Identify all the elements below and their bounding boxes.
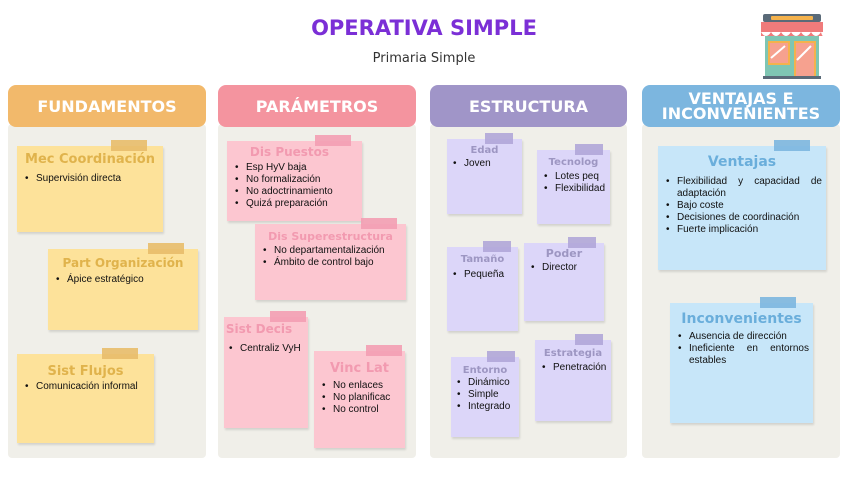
note-title: Estrategia [543,348,603,359]
note-poder: Poder Director [524,237,604,321]
note-item: No formalización [235,174,358,186]
storefront-icon [761,14,823,79]
note-item: Ineficiente en entornos estables [678,343,809,367]
note-edad: Edad Joven [447,133,522,214]
note-item: Flexibilidad [544,183,608,195]
header-ventajas-line2: INCONVENIENTES [661,104,821,123]
note-tape [361,218,397,229]
note-inconvenientes: Inconvenientes Ausencia de dirección Ine… [670,297,813,423]
note-title: Sist Flujos [47,364,124,379]
note-item: Decisiones de coordinación [666,212,822,224]
note-title: Edad [470,145,499,156]
note-mec-coordinacion: Mec Coordinación Supervisión directa [17,140,163,232]
page-subtitle: Primaria Simple [372,51,476,66]
note-tecnolog: Tecnolog Lotes peq Flexibilidad [537,144,610,224]
note-tamano: Tamaño Pequeña [447,241,518,331]
note-item: Quizá preparación [235,198,358,210]
note-vinc-lat: Vinc Lat No enlaces No planificac No con… [314,345,405,448]
note-title: Sist Decis [225,322,293,336]
note-sist-flujos: Sist Flujos Comunicación informal [17,348,154,443]
note-title: Part Organización [62,256,184,270]
note-tape [270,311,306,322]
note-title: Tecnolog [548,157,599,168]
note-part-organizacion: Part Organización Ápice estratégico [48,243,198,330]
note-item: Centraliz VyH [229,343,306,355]
note-tape [315,135,351,146]
note-item: Joven [453,158,520,170]
note-item: Penetración [542,362,609,374]
header-estructura: ESTRUCTURA [430,85,627,127]
note-item: No control [322,404,403,416]
note-title: Dis Superestructura [268,230,393,243]
note-tape [575,334,603,345]
note-item: Director [531,262,602,274]
note-item: Integrado [457,401,517,413]
note-tape [485,133,513,144]
note-item: No adoctrinamiento [235,186,358,198]
note-dis-puestos: Dis Puestos Esp HyV baja No formalizació… [227,135,362,221]
note-item: Dinámico [457,377,517,389]
note-sist-decis: Sist Decis Centraliz VyH [224,311,308,428]
note-title: Inconvenientes [681,311,802,327]
note-tape [487,351,515,362]
header-parametros: PARÁMETROS [218,85,416,127]
note-title: Poder [545,247,583,260]
note-entorno: Entorno Dinámico Simple Integrado [451,351,519,437]
note-item: Simple [457,389,517,401]
note-tape [111,140,147,151]
note-tape [148,243,184,254]
note-tape [774,140,810,151]
note-tape [575,144,603,155]
note-item: Ausencia de dirección [678,331,809,343]
note-item: Bajo coste [666,200,822,212]
note-item: Fuerte implicación [666,224,822,236]
note-title: Ventajas [707,154,777,170]
note-item: Pequeña [453,269,516,281]
note-title: Mec Coordinación [25,152,155,167]
note-title: Tamaño [460,254,505,265]
note-tape [102,348,138,359]
note-item: Supervisión directa [25,173,157,185]
note-item: Ápice estratégico [56,274,192,286]
header-fundamentos: FUNDAMENTOS [8,85,206,127]
note-tape [483,241,511,252]
note-tape [366,345,402,356]
note-title: Vinc Lat [329,361,390,376]
note-item: No planificac [322,392,403,404]
note-title: Dis Puestos [249,145,330,159]
note-estrategia: Estrategia Penetración [535,334,611,421]
note-item: No departamentalización [263,245,404,257]
note-title: Entorno [462,365,508,376]
note-tape [760,297,796,308]
note-tape [568,237,596,248]
note-item: Ámbito de control bajo [263,257,404,269]
note-item: Lotes peq [544,171,608,183]
page-title: OPERATIVA SIMPLE [311,16,537,40]
note-ventajas: Ventajas Flexibilidad y capacidad de ada… [658,140,826,270]
header-ventajas: VENTAJAS E INCONVENIENTES [642,85,840,127]
note-item: Flexibilidad y capacidad de adaptación [666,176,822,200]
note-item: Esp HyV baja [235,162,358,174]
note-item: No enlaces [322,380,403,392]
note-dis-superestructura: Dis Superestructura No departamentalizac… [255,218,406,300]
header-ventajas-line1: VENTAJAS E [688,89,794,108]
note-item: Comunicación informal [25,381,150,393]
